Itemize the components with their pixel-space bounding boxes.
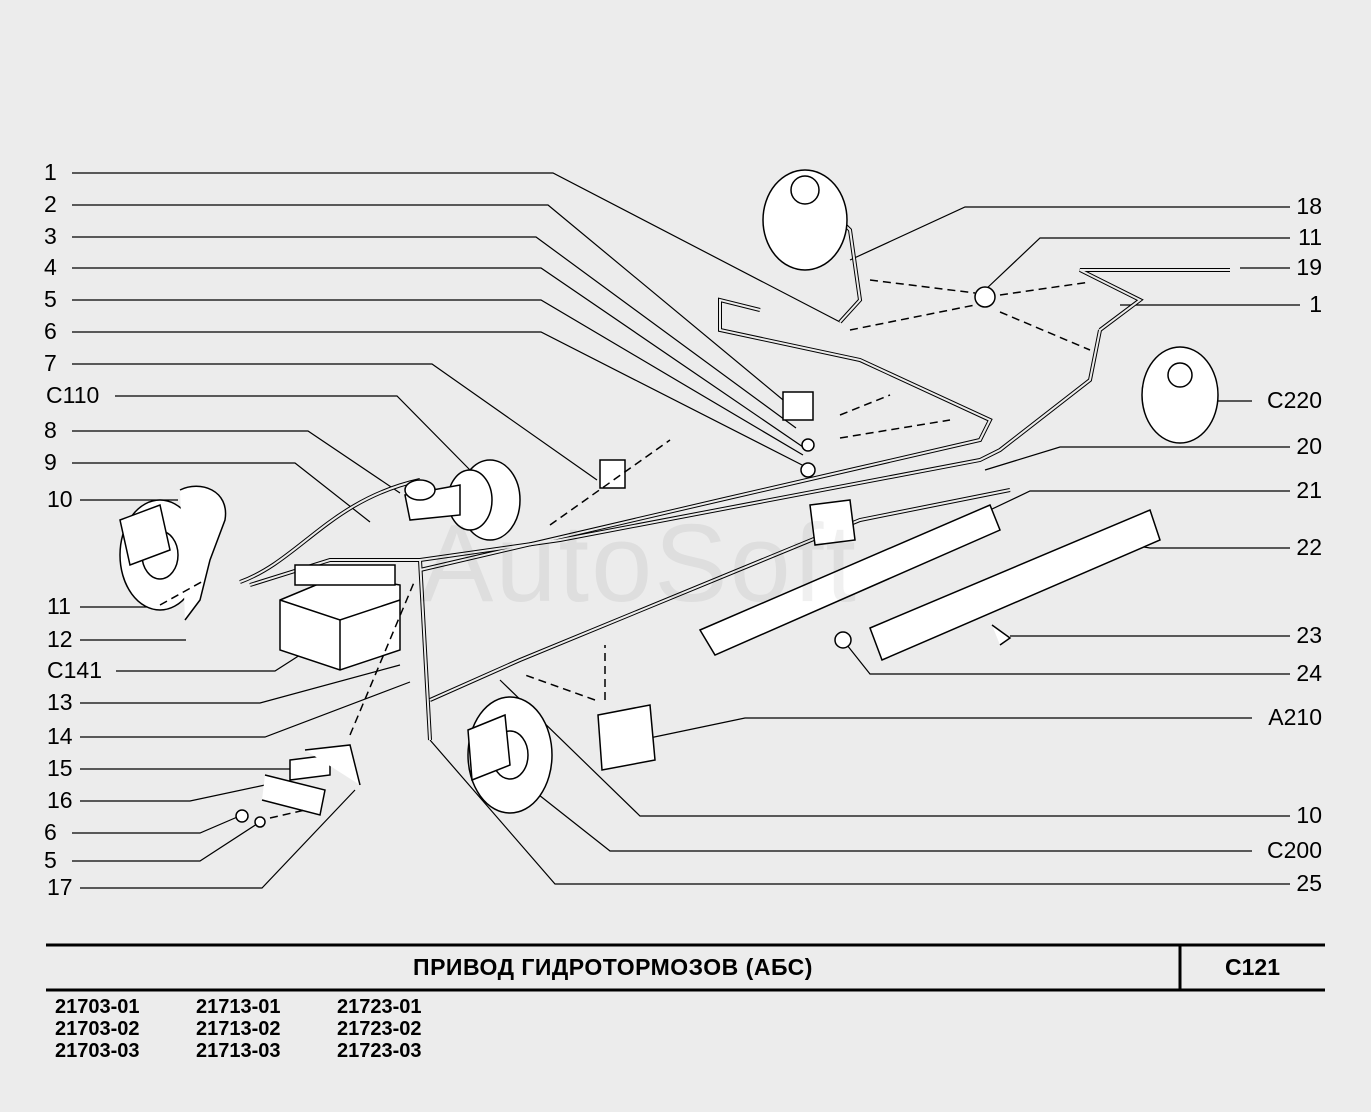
leader-6 (72, 331, 809, 469)
callout-A210: A210 (1268, 704, 1322, 730)
callout-8: 8 (44, 417, 57, 443)
callout-10: 10 (47, 486, 73, 512)
abs-unit (279, 564, 401, 671)
callout-11r: 11 (1298, 224, 1322, 250)
callout-9: 9 (44, 449, 57, 475)
leader-5b (72, 821, 261, 862)
page-code: C121 (1225, 953, 1280, 980)
callout-22: 22 (1296, 534, 1322, 560)
model-column-1: 21703-01 21703-02 21703-03 (55, 996, 140, 1062)
leader-4 (72, 267, 804, 448)
callout-C220: C220 (1267, 387, 1322, 413)
leader-21 (989, 490, 1290, 511)
callout-5b: 5 (44, 847, 57, 873)
brake-lines (239, 208, 1230, 741)
leader-3 (72, 236, 797, 429)
callout-1: 1 (44, 159, 57, 185)
model-column-3: 21723-01 21723-02 21723-03 (337, 996, 422, 1062)
callout-5: 5 (44, 286, 57, 312)
callout-11: 11 (47, 593, 71, 619)
rear-left-brake (762, 169, 848, 271)
model-number: 21703-02 (55, 1018, 140, 1040)
model-number: 21723-01 (337, 996, 422, 1018)
mounting-brackets (698, 504, 1161, 662)
model-number: 21713-02 (196, 1018, 281, 1040)
leader-6b (72, 814, 243, 834)
leader-2 (72, 204, 801, 415)
vacuum-booster (404, 459, 521, 541)
callout-C141: C141 (47, 657, 102, 683)
leader-18 (849, 206, 1290, 261)
callout-10r: 10 (1296, 802, 1322, 828)
leader-14 (80, 681, 411, 738)
callout-C200: C200 (1267, 837, 1322, 863)
callout-23: 23 (1296, 622, 1322, 648)
callout-21: 21 (1296, 477, 1322, 503)
leader-24 (842, 639, 1290, 675)
leader-20 (984, 446, 1290, 471)
model-number: 21723-02 (337, 1018, 422, 1040)
leader-A210 (639, 717, 1252, 741)
callout-19: 19 (1296, 254, 1322, 280)
model-number: 21713-03 (196, 1040, 281, 1062)
leader-8 (72, 430, 401, 494)
callout-24: 24 (1296, 660, 1322, 686)
leader-7 (72, 363, 598, 481)
leader-13 (80, 664, 401, 704)
model-column-2: 21713-01 21713-02 21713-03 (196, 996, 281, 1062)
rear-right-brake (1141, 346, 1219, 444)
callout-4: 4 (44, 254, 57, 280)
callout-12: 12 (47, 626, 73, 652)
small-parts (235, 286, 1012, 828)
model-number: 21703-01 (55, 996, 140, 1018)
leader-5 (72, 299, 804, 456)
leader-11r (984, 237, 1290, 291)
callout-3: 3 (44, 223, 57, 249)
leader-C110 (115, 395, 471, 471)
callout-6b: 6 (44, 819, 57, 845)
callout-13: 13 (47, 689, 73, 715)
model-number: 21703-03 (55, 1040, 140, 1062)
brake-lines-inner (239, 209, 1230, 741)
callout-20: 20 (1296, 433, 1322, 459)
leader-17 (80, 789, 356, 889)
callout-17: 17 (47, 874, 73, 900)
model-number: 21723-03 (337, 1040, 422, 1062)
front-left-brake (119, 485, 227, 621)
model-number: 21713-01 (196, 996, 281, 1018)
callout-6: 6 (44, 318, 57, 344)
callout-16: 16 (47, 787, 73, 813)
callout-7: 7 (44, 350, 57, 376)
callout-25: 25 (1296, 870, 1322, 896)
front-right-brake (467, 696, 553, 814)
callout-1r: 1 (1309, 291, 1322, 317)
assembly-arrows (159, 279, 1091, 819)
drawing-title: ПРИВОД ГИДРОТОРМОЗОВ (АБС) (413, 953, 813, 980)
title-block-frame (46, 943, 1325, 992)
leader-16 (80, 784, 266, 802)
callout-18: 18 (1296, 193, 1322, 219)
callout-14: 14 (47, 723, 73, 749)
leader-9 (72, 462, 371, 523)
leader-25 (429, 739, 1290, 885)
callout-C110: C110 (46, 382, 100, 408)
leader-C200 (519, 779, 1252, 852)
leader-1 (72, 172, 841, 323)
callout-2: 2 (44, 191, 57, 217)
callout-15: 15 (47, 755, 73, 781)
leader-C141 (116, 654, 301, 672)
